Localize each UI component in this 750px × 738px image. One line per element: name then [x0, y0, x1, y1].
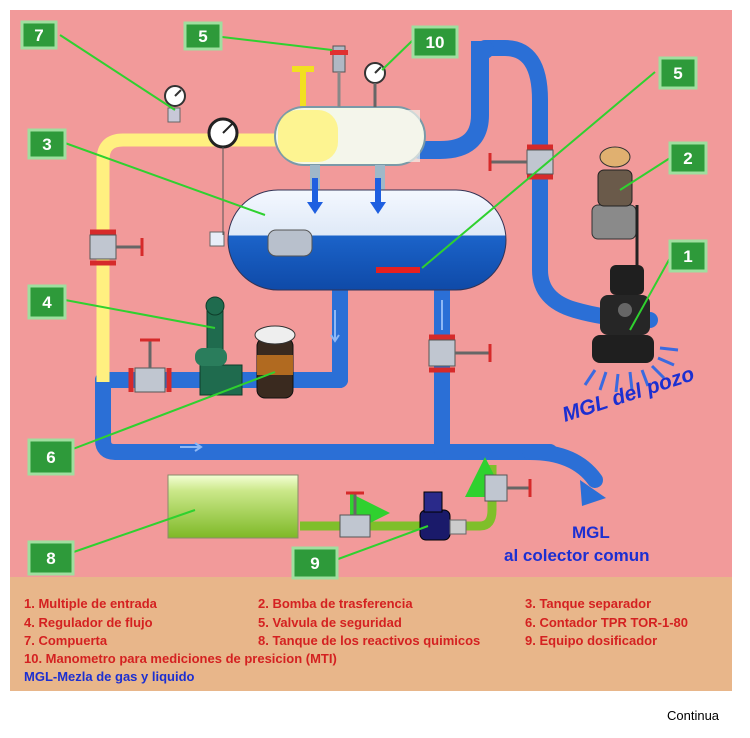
legend-item-6: 6. Contador TPR TOR-1-80: [525, 615, 689, 630]
callout-11: 9: [291, 546, 339, 580]
legend-item-2: 2. Bomba de trasferencia: [258, 596, 413, 611]
valve-colector: [484, 474, 532, 502]
continue-link[interactable]: Continua: [667, 708, 720, 723]
diagram-frame: 7 5 10 5 3 2 1 4 6 8 9 MGL del pozo MGL: [10, 10, 732, 691]
mgl-colector-line1: MGL: [572, 523, 610, 542]
callout-4-label: 5: [673, 64, 682, 83]
legend-item-7: 7. Compuerta: [24, 633, 108, 648]
diagram-background: [10, 10, 732, 577]
legend-item-5: 5. Valvula de seguridad: [258, 615, 402, 630]
valve-tank-drop: [428, 334, 492, 373]
legend-panel: [10, 577, 732, 691]
transfer-pump: [591, 146, 637, 240]
callout-1: 7: [20, 20, 58, 50]
legend-item-1: 1. Multiple de entrada: [24, 596, 157, 611]
gauge-right: [364, 62, 386, 107]
callout-3-label: 10: [426, 33, 445, 52]
callout-4: 5: [658, 56, 698, 90]
legend-item-10: 10. Manometro para mediciones de presici…: [24, 651, 337, 666]
gas-line: [96, 133, 290, 382]
colector-arrow: [580, 480, 606, 506]
flow-regulator: [195, 296, 243, 396]
gauge-large: [207, 117, 239, 235]
callout-leaders: [59, 34, 671, 563]
callout-6: 2: [668, 141, 708, 175]
main-tank: [209, 178, 507, 291]
callout-2-label: 5: [198, 27, 207, 46]
mgl-colector-line2: al colector comun: [504, 546, 649, 565]
chemical-tank: [167, 474, 299, 539]
callout-7: 1: [668, 239, 708, 273]
legend-mgl-definition: MGL-Mezla de gas y liquido: [24, 669, 195, 684]
callout-5-label: 3: [42, 135, 51, 154]
legend-item-4: 4. Regulador de flujo: [24, 615, 153, 630]
callout-11-label: 9: [310, 554, 319, 573]
callout-6-label: 2: [683, 149, 692, 168]
valve-yellow-line: [89, 229, 144, 266]
counter-tpr: [254, 325, 296, 399]
flow-indicators: [180, 300, 443, 452]
callout-10: 8: [27, 540, 75, 576]
valve-chemical: [339, 491, 371, 538]
callout-10-label: 8: [46, 549, 55, 568]
valve-bottom-left: [128, 338, 172, 393]
callout-8-label: 4: [42, 293, 52, 312]
safety-valve-top: [292, 45, 348, 107]
callout-2: 5: [183, 21, 223, 51]
legend-item-8: 8. Tanque de los reactivos quimicos: [258, 633, 481, 648]
callout-9: 6: [27, 438, 75, 476]
gauge-left: [164, 85, 186, 123]
legend-item-3: 3. Tanque separador: [525, 596, 652, 611]
process-diagram: 7 5 10 5 3 2 1 4 6 8 9 MGL del pozo MGL: [10, 10, 732, 691]
callout-8: 4: [27, 284, 67, 320]
legend-item-9: 9. Equipo dosificador: [525, 633, 658, 648]
callout-7-label: 1: [683, 247, 692, 266]
callout-1-label: 7: [34, 26, 43, 45]
well-head: [592, 265, 654, 363]
well-inflow-arrows: [583, 346, 679, 393]
callout-5: 3: [27, 128, 67, 160]
callout-9-label: 6: [46, 448, 55, 467]
callout-3: 10: [411, 25, 459, 59]
dosing-pump: [419, 491, 467, 541]
upper-separator: [274, 106, 426, 195]
